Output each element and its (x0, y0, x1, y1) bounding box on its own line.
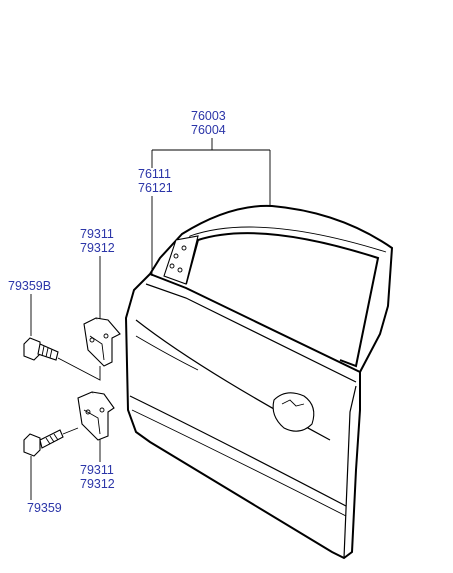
lower-bolt-head (23, 433, 41, 457)
lower-bolt (23, 427, 79, 457)
body-crease-lower (129, 395, 347, 507)
door-rear-edge (343, 385, 357, 559)
label-upper-bolt-79359b: 79359B (8, 279, 51, 293)
mount-hole (177, 267, 183, 273)
belt-line-lower (145, 283, 357, 383)
label-lower-hinge-79311: 79311 (80, 463, 114, 477)
window-frame-inner (185, 232, 380, 368)
label-door-assembly-76004: 76004 (191, 123, 226, 137)
label-door-assembly-76003: 76003 (191, 109, 226, 123)
lower-hinge-hole (99, 407, 105, 413)
leader-bolt-guide (57, 357, 101, 381)
mount-hole (173, 253, 179, 259)
lower-hinge-fold (83, 409, 101, 435)
mirror-mount-panel (163, 235, 199, 285)
belt-line-top (149, 273, 361, 373)
lower-bolt-guide (62, 427, 79, 435)
label-door-panel-76121: 76121 (138, 181, 173, 195)
lower-hinge-flange (91, 391, 115, 413)
upper-hinge (83, 317, 121, 367)
label-door-panel-76111: 76111 (138, 167, 171, 181)
front-door-assembly (124, 204, 394, 560)
leader-lines (30, 138, 271, 500)
window-frame-channel (175, 226, 387, 281)
label-lower-bolt-79359: 79359 (27, 501, 62, 515)
door-outer-skin (124, 273, 361, 560)
label-lower-hinge-79312: 79312 (80, 477, 115, 491)
lower-bolt-thread (45, 433, 59, 445)
lower-hinge-hole (85, 409, 91, 415)
window-frame-outer (149, 204, 394, 373)
mount-hole (181, 245, 187, 251)
lower-hinge (77, 391, 115, 441)
upper-bolt (23, 337, 59, 361)
body-crease-short (135, 335, 199, 371)
label-upper-hinge-79312: 79312 (80, 241, 115, 255)
door-handle-grip (281, 399, 305, 407)
upper-bolt-shank (37, 343, 59, 361)
upper-bolt-thread (41, 345, 53, 359)
label-upper-hinge-79311: 79311 (80, 227, 114, 241)
body-crease-lower-2 (131, 409, 347, 517)
mount-hole (169, 263, 175, 269)
upper-hinge-flange (95, 317, 121, 339)
upper-bolt-head (23, 337, 41, 361)
door-handle-icon (272, 392, 315, 432)
upper-hinge-hole (103, 333, 109, 339)
upper-hinge-hole (89, 337, 95, 343)
